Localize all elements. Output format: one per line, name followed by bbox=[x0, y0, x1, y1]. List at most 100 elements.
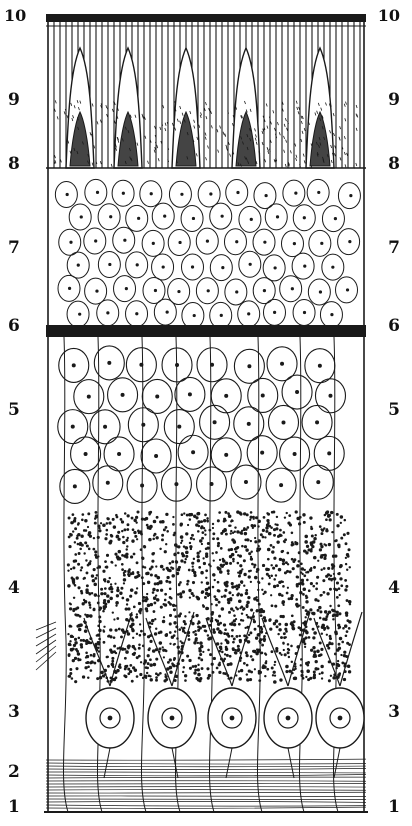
stipple bbox=[336, 513, 339, 516]
stipple bbox=[325, 518, 328, 521]
nucleolus bbox=[247, 364, 251, 368]
nucleolus bbox=[213, 420, 217, 424]
stipple bbox=[305, 571, 307, 573]
nucleolus bbox=[348, 240, 351, 243]
stipple bbox=[86, 544, 89, 547]
hatch bbox=[285, 164, 286, 167]
stipple bbox=[142, 677, 145, 680]
stipple bbox=[210, 603, 212, 605]
stipple bbox=[198, 620, 200, 622]
stipple bbox=[325, 529, 328, 532]
stipple bbox=[117, 587, 120, 590]
hatch bbox=[266, 104, 267, 107]
stipple bbox=[286, 592, 289, 595]
stipple bbox=[182, 671, 184, 673]
hatch bbox=[100, 161, 101, 164]
stipple bbox=[136, 613, 138, 615]
stipple bbox=[180, 535, 184, 539]
stipple bbox=[251, 563, 254, 566]
stipple bbox=[167, 661, 170, 664]
stipple bbox=[194, 665, 197, 668]
stipple bbox=[320, 594, 322, 596]
stipple bbox=[79, 543, 82, 546]
stipple bbox=[106, 522, 109, 525]
stipple bbox=[172, 516, 174, 518]
stipple bbox=[154, 618, 156, 620]
stipple bbox=[333, 577, 336, 580]
stipple bbox=[80, 535, 83, 538]
hatch bbox=[303, 154, 304, 157]
axon bbox=[226, 748, 232, 778]
hatch bbox=[347, 153, 348, 156]
stipple bbox=[321, 624, 325, 628]
stipple bbox=[138, 643, 141, 646]
stipple bbox=[135, 521, 137, 523]
stipple bbox=[296, 575, 299, 578]
stipple bbox=[241, 530, 243, 532]
stipple bbox=[178, 652, 180, 654]
stipple bbox=[206, 582, 209, 585]
stipple bbox=[282, 585, 285, 588]
stipple bbox=[169, 622, 172, 625]
stipple bbox=[300, 562, 303, 565]
stipple bbox=[303, 521, 306, 524]
stipple bbox=[305, 616, 307, 618]
stipple bbox=[218, 567, 221, 570]
stipple bbox=[212, 573, 215, 576]
stipple bbox=[146, 524, 149, 527]
stipple bbox=[187, 634, 190, 637]
stipple bbox=[258, 679, 261, 682]
stipple bbox=[210, 619, 213, 622]
stipple bbox=[272, 567, 275, 570]
stipple bbox=[302, 513, 305, 516]
stipple bbox=[84, 629, 88, 633]
nucleolus bbox=[117, 452, 121, 456]
stipple bbox=[148, 647, 151, 650]
stipple bbox=[207, 634, 209, 636]
stipple bbox=[120, 587, 123, 590]
stipple bbox=[164, 599, 167, 602]
stipple bbox=[230, 532, 232, 534]
stipple bbox=[171, 574, 174, 577]
stipple bbox=[262, 529, 265, 532]
label-left-layer-5: 5 bbox=[8, 402, 20, 419]
stipple bbox=[229, 524, 231, 526]
stipple bbox=[199, 539, 202, 542]
stipple bbox=[202, 625, 205, 628]
stipple bbox=[313, 556, 317, 560]
stipple bbox=[193, 574, 196, 577]
stipple bbox=[213, 631, 216, 634]
hatch bbox=[158, 158, 159, 161]
stipple bbox=[264, 591, 267, 594]
stipple bbox=[229, 562, 232, 565]
hatch bbox=[296, 101, 297, 104]
stipple bbox=[84, 541, 87, 544]
stipple bbox=[140, 548, 143, 551]
stipple bbox=[324, 555, 326, 557]
hatch bbox=[223, 132, 224, 135]
stipple bbox=[189, 545, 192, 548]
stipple bbox=[321, 671, 324, 674]
stipple bbox=[213, 657, 216, 660]
hatch bbox=[106, 105, 107, 108]
stipple bbox=[227, 569, 230, 572]
stipple bbox=[103, 578, 106, 581]
stipple bbox=[269, 577, 271, 579]
label-right-layer-5: 5 bbox=[388, 402, 400, 419]
stipple bbox=[319, 610, 322, 613]
stipple bbox=[163, 603, 166, 606]
nucleolus bbox=[293, 452, 297, 456]
stipple bbox=[68, 654, 71, 657]
stipple bbox=[102, 674, 105, 677]
stipple bbox=[75, 667, 78, 670]
stipple bbox=[176, 637, 179, 640]
stipple bbox=[300, 658, 303, 661]
nucleolus bbox=[317, 191, 320, 194]
stipple bbox=[280, 636, 283, 639]
stipple bbox=[69, 640, 71, 642]
stipple bbox=[315, 660, 318, 663]
stipple bbox=[189, 597, 191, 599]
stipple bbox=[273, 578, 276, 581]
stipple bbox=[240, 619, 243, 622]
stipple bbox=[267, 548, 271, 552]
